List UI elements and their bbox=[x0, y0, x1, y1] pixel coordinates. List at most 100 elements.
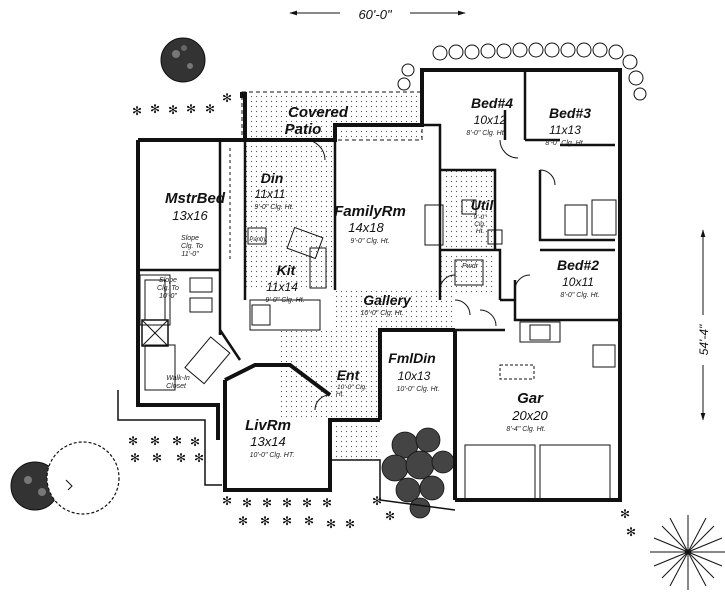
walk-in-label-1: Walk-In bbox=[166, 375, 190, 382]
liv-rm-ceiling: 10'-0" Clg. HT. bbox=[250, 452, 295, 459]
room-gallery: Gallery 10'-0" Clg. Ht. bbox=[360, 292, 412, 317]
svg-text:✻: ✻ bbox=[128, 434, 138, 448]
garage-door-left bbox=[464, 444, 536, 501]
bed2-name: Bed#2 bbox=[557, 257, 599, 273]
svg-text:✻: ✻ bbox=[152, 451, 162, 465]
mstr-bed-ceiling-3: 11'-0" bbox=[181, 251, 199, 258]
svg-text:✻: ✻ bbox=[176, 451, 186, 465]
covered-patio-area bbox=[242, 92, 422, 140]
room-walk-in-closet: Walk-In Closet bbox=[166, 375, 190, 390]
room-gar: Gar 20x20 8'-4" Clg. Ht. bbox=[506, 390, 548, 433]
svg-text:✻: ✻ bbox=[620, 507, 630, 521]
svg-text:✻: ✻ bbox=[190, 435, 200, 449]
ent-ceiling-1: 10'-0" Clg. bbox=[337, 384, 367, 391]
porch-outline bbox=[117, 390, 222, 486]
tree-bottom-left-light bbox=[46, 441, 120, 515]
svg-text:✻: ✻ bbox=[172, 434, 182, 448]
pantry-label: Pantry bbox=[249, 237, 267, 243]
bed4-name: Bed#4 bbox=[471, 95, 513, 111]
bed3-ceiling: 8'-0" Clg. Ht. bbox=[545, 140, 584, 147]
util-name: Util bbox=[471, 197, 495, 213]
width-dimension: 60'-0" bbox=[289, 4, 466, 22]
din-ceiling: 9'-0" Clg. Ht. bbox=[254, 204, 293, 211]
svg-text:✻: ✻ bbox=[302, 496, 312, 510]
bed4-size: 10x12 bbox=[474, 113, 507, 127]
ground-plants: ✻✻✻ ✻✻✻ ✻✻✻ ✻✻✻ ✻✻ ✻✻✻ ✻✻✻ ✻✻✻ ✻✻✻ ✻✻ ✻✻ bbox=[128, 91, 636, 539]
svg-text:✻: ✻ bbox=[260, 514, 270, 528]
room-bed3: Bed#3 11x13 8'-0" Clg. Ht. bbox=[545, 105, 591, 147]
room-bed4: Bed#4 10x12 8'-0" Clg. Ht. bbox=[466, 95, 513, 137]
svg-text:✻: ✻ bbox=[262, 496, 272, 510]
kit-size: 11x14 bbox=[266, 280, 298, 294]
util-ceiling-1: 9'-0" bbox=[474, 214, 488, 221]
din-name: Din bbox=[261, 170, 284, 186]
liv-rm-size: 13x14 bbox=[250, 434, 285, 449]
fml-din-size: 10x13 bbox=[398, 369, 431, 383]
room-liv-rm: LivRm 13x14 10'-0" Clg. HT. bbox=[245, 417, 294, 459]
gallery-ceiling: 10'-0" Clg. Ht. bbox=[360, 310, 403, 317]
ent-name: Ent bbox=[337, 367, 361, 383]
shrub-row-top bbox=[397, 42, 647, 101]
fml-din-ceiling: 10'-0" Clg. Ht. bbox=[396, 386, 439, 393]
room-kit: Kit 11x14 9'-0" Clg. Ht. bbox=[265, 262, 304, 304]
room-fml-din: FmlDin 10x13 10'-0" Clg. Ht. bbox=[388, 350, 439, 393]
gar-size: 20x20 bbox=[511, 408, 548, 423]
room-family-rm: FamilyRm 14x18 9'-0" Clg. Ht. bbox=[334, 203, 406, 245]
mstr-bed-ceiling-2: Clg. To bbox=[181, 243, 203, 250]
powder-label: Pwdr bbox=[462, 263, 479, 270]
garage-door-right bbox=[539, 444, 611, 501]
fml-din-name: FmlDin bbox=[388, 350, 435, 366]
svg-text:✻: ✻ bbox=[186, 102, 196, 116]
mstr-bed-size: 13x16 bbox=[172, 208, 208, 223]
svg-text:✻: ✻ bbox=[150, 434, 160, 448]
mstr-bath-ceiling-2: Clg. To bbox=[157, 285, 179, 292]
fixtures bbox=[139, 139, 617, 501]
gar-name: Gar bbox=[517, 390, 544, 407]
room-mstr-bed: MstrBed 13x16 Slope Clg. To 11'-0" bbox=[165, 190, 226, 258]
room-bed2: Bed#2 10x11 8'-0" Clg. Ht. bbox=[557, 257, 600, 299]
svg-text:✻: ✻ bbox=[168, 103, 178, 117]
landscape-trees: ✻✻✻ ✻✻✻ ✻✻✻ ✻✻✻ ✻✻ ✻✻✻ ✻✻✻ ✻✻✻ ✻✻✻ ✻✻ ✻✻ bbox=[10, 37, 725, 590]
util-ceiling-3: Ht. bbox=[476, 228, 485, 235]
svg-text:✻: ✻ bbox=[326, 517, 336, 531]
room-din: Din 11x11 9'-0" Clg. Ht. bbox=[254, 170, 293, 211]
svg-text:✻: ✻ bbox=[205, 102, 215, 116]
room-covered-patio: Covered Patio bbox=[285, 104, 349, 138]
mstr-bath-ceiling: Slope Clg. To 10'-0" bbox=[157, 277, 179, 300]
room-util: Util 9'-0" Clg. Ht. bbox=[471, 197, 495, 235]
bed3-name: Bed#3 bbox=[549, 105, 591, 121]
bed2-size: 10x11 bbox=[562, 275, 594, 289]
depth-dimension: 54'-4" bbox=[693, 229, 713, 421]
svg-text:✻: ✻ bbox=[242, 496, 252, 510]
svg-text:✻: ✻ bbox=[304, 514, 314, 528]
family-rm-size: 14x18 bbox=[348, 220, 384, 235]
svg-text:✻: ✻ bbox=[372, 494, 382, 508]
svg-text:✻: ✻ bbox=[282, 496, 292, 510]
mstr-bed-name: MstrBed bbox=[165, 190, 226, 207]
depth-dimension-label: 54'-4" bbox=[697, 324, 711, 355]
kit-name: Kit bbox=[277, 262, 297, 278]
mstr-bath-ceiling-1: Slope bbox=[159, 277, 177, 284]
walk-in-label-2: Closet bbox=[166, 383, 187, 390]
covered-patio-label-2: Patio bbox=[285, 121, 322, 138]
gar-ceiling: 8'-4" Clg. Ht. bbox=[506, 426, 545, 433]
width-dimension-label: 60'-0" bbox=[358, 7, 393, 22]
shrub-cluster-front bbox=[381, 427, 455, 519]
interior-walls bbox=[138, 70, 620, 361]
dotted-floor-areas bbox=[245, 140, 496, 460]
tree-top-left bbox=[160, 37, 206, 83]
svg-text:✻: ✻ bbox=[385, 509, 395, 523]
svg-text:✻: ✻ bbox=[322, 496, 332, 510]
exterior-walls bbox=[136, 68, 622, 502]
svg-text:✻: ✻ bbox=[282, 514, 292, 528]
svg-text:✻: ✻ bbox=[194, 451, 204, 465]
din-size: 11x11 bbox=[255, 187, 286, 201]
bed2-ceiling: 8'-0" Clg. Ht. bbox=[560, 292, 599, 299]
util-ceiling-2: Clg. bbox=[474, 221, 486, 228]
bed4-ceiling: 8'-0" Clg. Ht. bbox=[466, 130, 505, 137]
svg-text:✻: ✻ bbox=[132, 104, 142, 118]
starburst-plant bbox=[650, 515, 725, 590]
svg-text:✻: ✻ bbox=[130, 451, 140, 465]
svg-text:✻: ✻ bbox=[345, 517, 355, 531]
liv-rm-name: LivRm bbox=[245, 417, 291, 434]
